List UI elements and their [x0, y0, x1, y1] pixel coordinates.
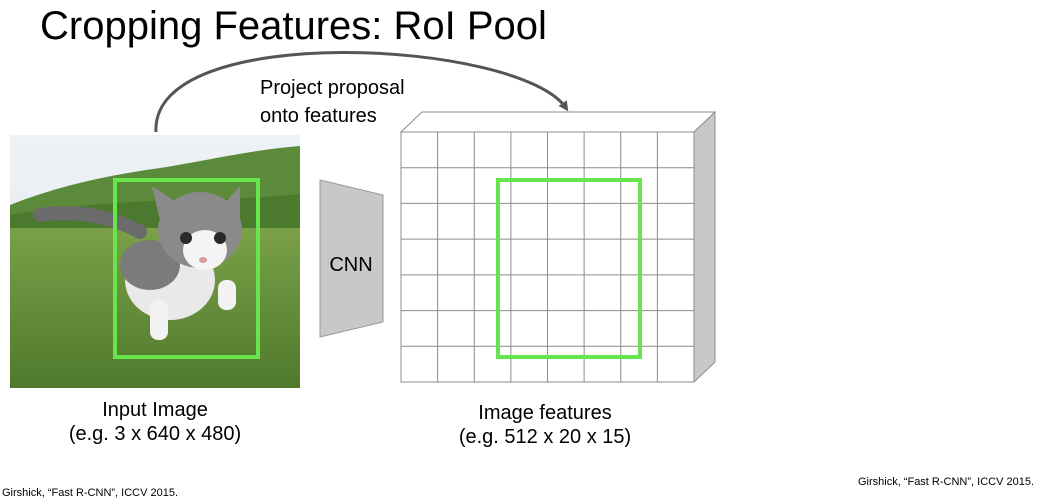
arrow-label-line1: Project proposal [260, 77, 405, 99]
input-image [10, 135, 300, 388]
feature-map [399, 110, 717, 384]
proposal-box-features [496, 178, 642, 359]
cnn-block [319, 179, 384, 338]
input-image-caption-line2: (e.g. 3 x 640 x 480) [68, 423, 242, 445]
input-image-caption-line1: Input Image [102, 399, 208, 421]
kitten-icon [33, 186, 242, 340]
cnn-label: CNN [329, 254, 373, 276]
slide-title: Cropping Features: RoI Pool [40, 4, 547, 48]
features-caption-line2: (e.g. 512 x 20 x 15) [458, 426, 632, 448]
citation-right: Girshick, “Fast R-CNN”, ICCV 2015. [857, 476, 1034, 488]
arrow-label: Project proposal onto features [260, 74, 405, 130]
input-image-caption: Input Image (e.g. 3 x 640 x 480) [40, 398, 270, 446]
features-caption-line1: Image features [478, 402, 612, 424]
projection-arrow [154, 51, 569, 133]
citation-left: Girshick, “Fast R-CNN”, ICCV 2015. [2, 487, 179, 499]
proposal-box-input [113, 178, 260, 359]
features-caption: Image features (e.g. 512 x 20 x 15) [420, 401, 670, 449]
arrow-label-line2: onto features [260, 105, 377, 127]
